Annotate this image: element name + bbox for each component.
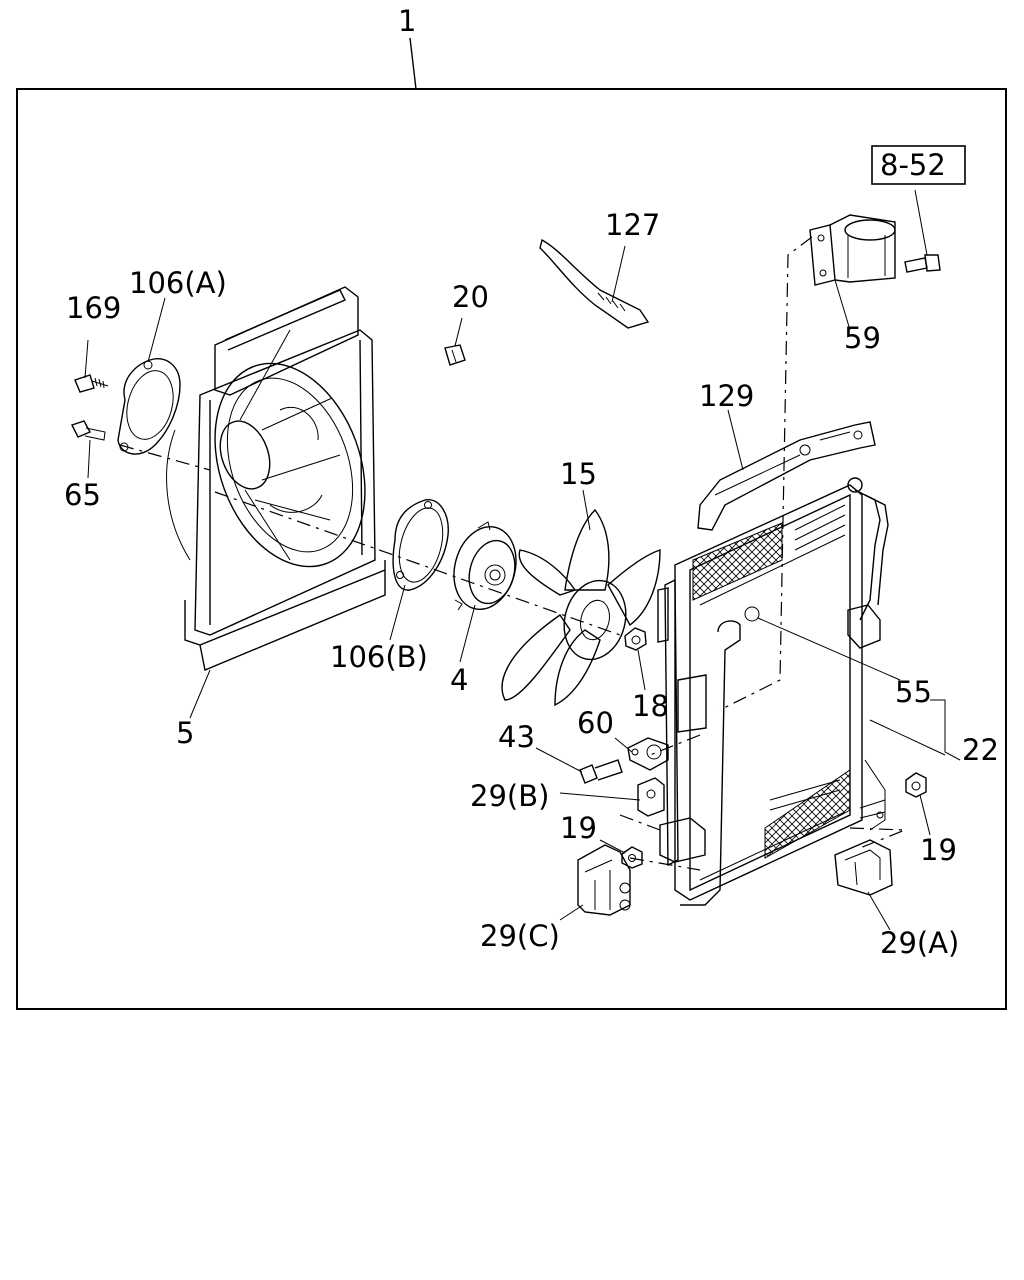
callout-19-left: 19 [560,811,597,845]
callout-106b: 106(B) [330,640,428,674]
nut-19-right [905,772,927,798]
assembly-leader [409,37,417,90]
assembly-callout-label: 1 [398,4,416,38]
callout-4: 4 [450,663,468,697]
bracket-59 [809,214,896,286]
callout-43: 43 [498,720,535,754]
alignment-line-upper [719,236,813,711]
callout-29b: 29(B) [470,779,549,813]
callout-29c: 29(C) [480,919,560,953]
leader-22-bracket [930,699,961,761]
callout-15: 15 [560,457,597,491]
leader-22a [869,719,946,756]
gasket-106a [117,358,181,455]
callout-18: 18 [632,689,669,723]
bracket-29a [834,839,893,896]
fan-shroud [166,286,386,671]
callout-55: 55 [895,675,932,709]
clamp-60 [627,737,669,771]
callout-169: 169 [66,291,121,325]
clip-20 [444,344,466,366]
tie-strap-127 [539,238,650,329]
fan-motor-4 [453,521,517,611]
bolt-43 [579,759,623,784]
callout-59: 59 [844,321,881,355]
callout-60: 60 [577,706,614,740]
reference-box [871,145,966,185]
callout-129: 129 [699,379,754,413]
bolt-65 [71,420,106,441]
fan-blade-15 [501,508,661,707]
gasket-106b [392,499,449,591]
bracket-29c [577,817,706,916]
screw-169 [74,374,109,393]
alignment-line-mid [649,734,701,756]
callout-127: 127 [605,208,660,242]
nut-18 [624,627,647,651]
reference-box-label: 8-52 [880,148,946,182]
assembly-frame [16,88,1007,1010]
motor-axis-line [214,491,621,636]
bracket-29b [637,777,665,817]
bolt-8-52 [904,254,941,273]
callout-5: 5 [176,716,194,750]
leader-lines [84,189,931,931]
nut-19-left [621,846,643,869]
bracket-129 [697,421,876,531]
callout-19-right: 19 [920,833,957,867]
callout-20: 20 [452,280,489,314]
callout-106a: 106(A) [129,266,227,300]
callout-22: 22 [962,733,999,767]
leader-55 [757,617,901,681]
callout-29a: 29(A) [880,926,959,960]
callout-65: 65 [64,478,101,512]
gasket-mount-line [119,444,211,471]
condenser-22 [657,477,889,906]
